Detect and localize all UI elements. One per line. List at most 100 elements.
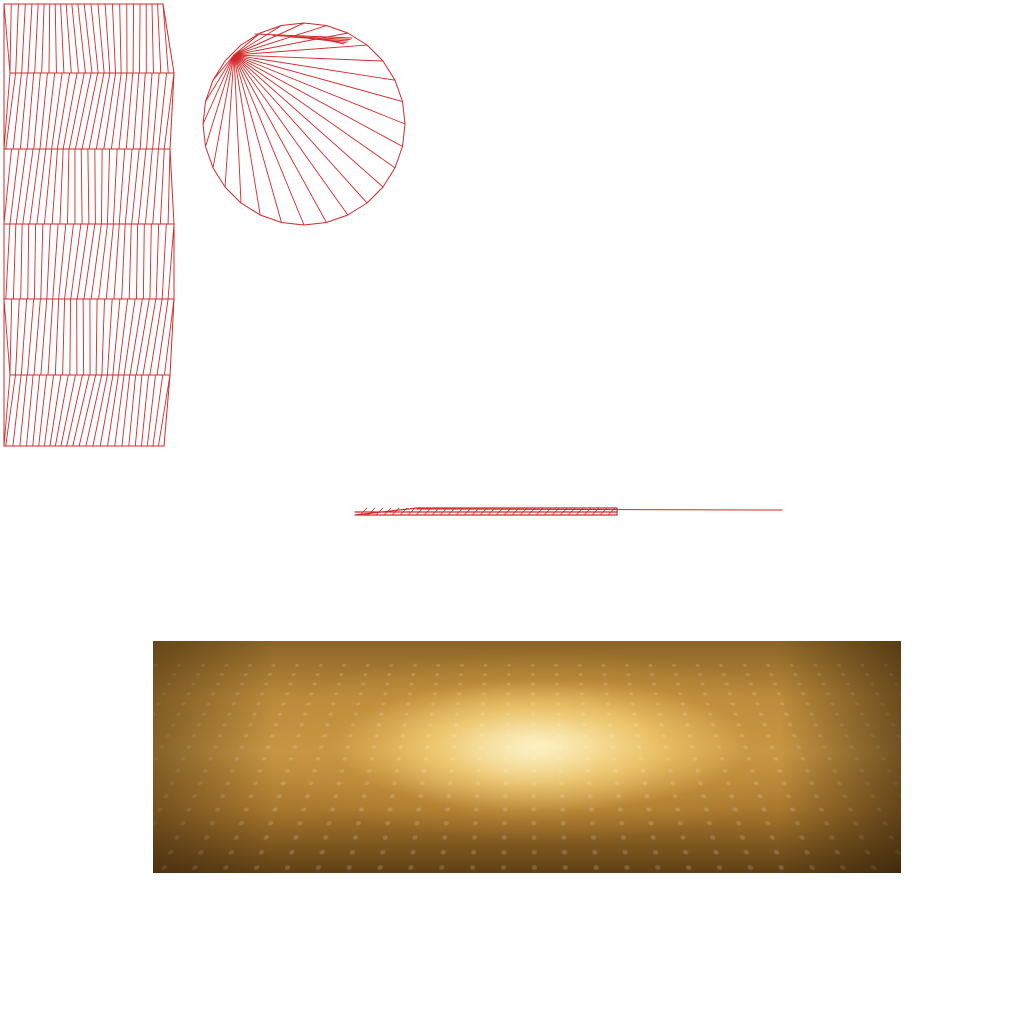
grid-diagonal-line	[56, 72, 71, 150]
grid-diagonal-line	[52, 223, 59, 300]
fan-spoke	[233, 32, 261, 56]
perforated-texture	[153, 641, 901, 873]
grid-diagonal-line	[106, 298, 113, 376]
grid-diagonal-line	[27, 3, 33, 74]
fan-spoke	[233, 54, 403, 147]
strip-cross-wire	[535, 507, 544, 516]
grid-diagonal-line	[149, 298, 163, 376]
grid-right-edge	[169, 72, 175, 150]
grid-diagonal-line	[12, 72, 22, 150]
strip-cross-wire	[503, 507, 512, 516]
grid-diagonal-line	[107, 148, 111, 225]
grid-diagonal-line	[151, 3, 154, 74]
grid-diagonal-line	[46, 223, 51, 300]
grid-diagonal-line	[78, 374, 97, 447]
fan-spoke	[233, 54, 242, 204]
strip-cross-wire	[439, 507, 448, 516]
grid-diagonal-line	[15, 298, 20, 376]
grid-diagonal-line	[33, 298, 41, 376]
grid-diagonal-line	[142, 223, 145, 300]
grid-diagonal-line	[132, 72, 140, 150]
grid-diagonal-line	[45, 72, 56, 150]
fan-spoke	[233, 54, 327, 223]
grid-diagonal-line	[21, 3, 26, 74]
strip-cross-wire	[415, 507, 424, 516]
strip-cross-wire	[583, 507, 592, 516]
grid-diagonal-line	[82, 298, 85, 376]
grid-diagonal-line	[3, 3, 11, 74]
strip-cross-wire	[479, 507, 488, 516]
fan-spoke	[233, 54, 406, 125]
grid-diagonal-line	[157, 374, 171, 447]
strip-cross-wire	[359, 507, 368, 516]
strip-top-wire	[416, 508, 783, 511]
grid-diagonal-line	[112, 298, 121, 376]
grid-diagonal-line	[156, 298, 169, 376]
grid-diagonal-line	[167, 223, 175, 300]
grid-diagonal-line	[83, 223, 96, 300]
grid-diagonal-line	[135, 223, 139, 300]
grid-diagonal-line	[139, 3, 141, 74]
grid-diagonal-line	[39, 72, 48, 150]
grid-diagonal-line	[149, 223, 152, 300]
grid-diagonal-line	[146, 72, 153, 150]
grid-diagonal-line	[12, 374, 22, 447]
fan-spoke	[233, 25, 282, 56]
strip-cross-wire	[575, 507, 584, 516]
strip-cross-wire	[383, 507, 392, 516]
grid-diagonal-line	[112, 148, 118, 225]
fan-spoke	[202, 54, 235, 125]
grid-diagonal-line	[92, 374, 108, 447]
strip-cross-wire	[487, 507, 496, 516]
grid-diagonal-line	[5, 374, 16, 447]
strip-cross-wire	[519, 507, 528, 516]
fan-spoke	[233, 54, 305, 226]
grid-diagonal-line	[152, 374, 164, 447]
grid-diagonal-line	[26, 72, 35, 150]
grid-diagonal-line	[121, 223, 126, 300]
grid-right-edge	[169, 298, 175, 376]
strip-cross-wire	[607, 507, 616, 516]
grid-diagonal-line	[54, 3, 57, 74]
grid-diagonal-line	[135, 298, 150, 376]
grid-diagonal-line	[144, 148, 153, 225]
grid-diagonal-line	[33, 223, 37, 300]
strip-cross-wire	[527, 507, 536, 516]
strip-cross-wire	[423, 507, 432, 516]
fan-spoke	[233, 25, 327, 56]
strip-cross-wire	[447, 507, 456, 516]
grid-diagonal-line	[139, 72, 146, 150]
grid-diagonal-line	[74, 72, 92, 150]
grid-diagonal-line	[118, 72, 128, 150]
grid-diagonal-line	[88, 72, 105, 150]
grid-diagonal-line	[118, 148, 126, 225]
grid-diagonal-line	[41, 3, 45, 74]
grid-diagonal-line	[51, 72, 63, 150]
strip-cross-wire	[375, 507, 384, 516]
grid-diagonal-line	[111, 3, 116, 74]
grid-diagonal-line	[123, 298, 136, 376]
grid-right-edge	[162, 3, 175, 74]
grid-diagonal-line	[155, 223, 160, 300]
grid-diagonal-line	[20, 223, 23, 300]
circle-boundary	[202, 22, 406, 226]
grid-right-edge	[163, 374, 171, 447]
strip-cross-wire	[591, 507, 600, 516]
strip-cross-wire	[407, 507, 416, 516]
grid-diagonal-line	[159, 148, 165, 225]
grid-diagonal-line	[142, 298, 157, 376]
grid-diagonal-line	[58, 223, 67, 300]
top-chord-line	[326, 39, 345, 45]
grid-diagonal-line	[121, 374, 131, 447]
grid-diagonal-line	[9, 3, 12, 74]
grid-diagonal-line	[69, 298, 71, 376]
grid-diagonal-line	[54, 298, 60, 376]
grid-diagonal-line	[87, 148, 90, 225]
fan-spoke	[212, 54, 235, 169]
grid-diagonal-line	[161, 223, 167, 300]
grid-diagonal-line	[157, 3, 162, 74]
fan-spoke	[233, 54, 396, 81]
grid-diagonal-line	[34, 3, 39, 74]
fan-spoke	[233, 44, 368, 56]
strip-cross-wire	[551, 507, 560, 516]
